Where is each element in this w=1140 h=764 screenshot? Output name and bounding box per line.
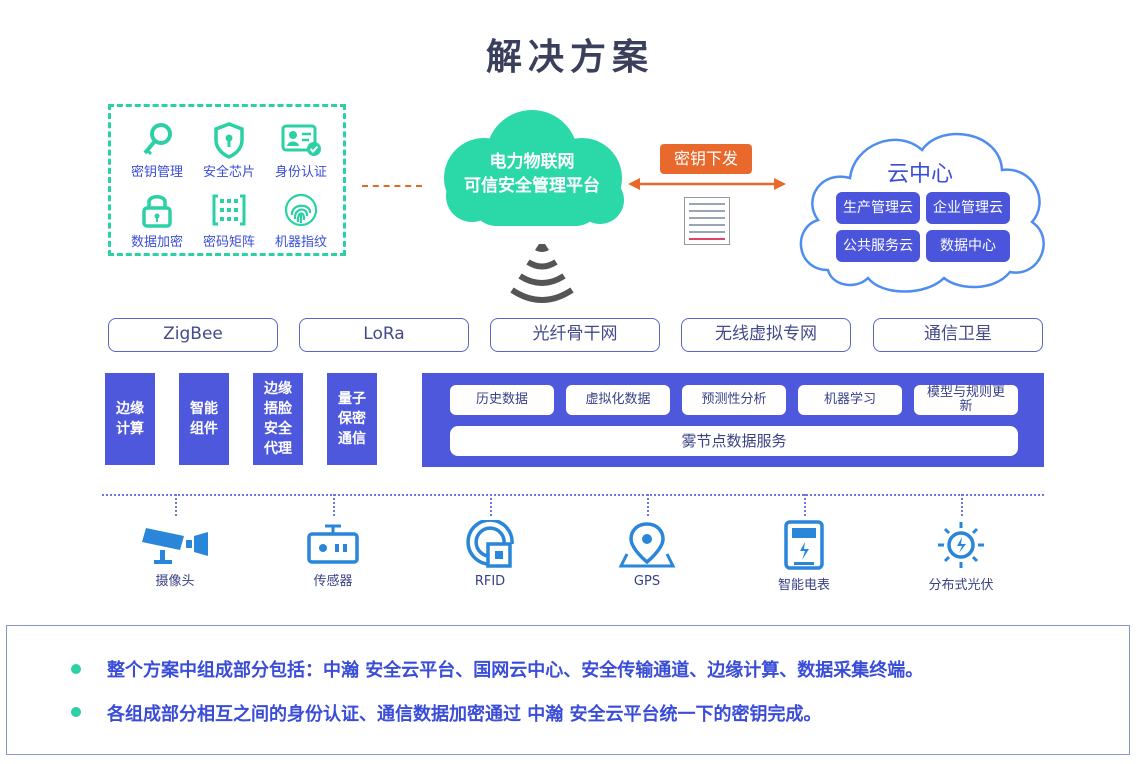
edge-block-label: 边缘捂脸安全代理: [264, 381, 292, 457]
platform-cloud-line2: 可信安全管理平台: [464, 176, 600, 196]
id-card-icon: [281, 124, 321, 156]
fog-chip-virtual: 虚拟化数据: [566, 385, 670, 415]
cloud-button-public: 公共服务云: [836, 230, 920, 262]
security-item-encryption: 数据加密: [119, 191, 195, 250]
device-sensor: 传感器: [278, 520, 388, 589]
device-camera: 摄像头: [120, 520, 230, 589]
device-rfid: RFID: [435, 520, 545, 589]
edge-block-quantum: 量子保密通信: [327, 373, 377, 465]
cloud-button-enterprise: 企业管理云: [926, 192, 1010, 224]
wireless-signal-icon: [510, 244, 574, 303]
security-item-label: 密码矩阵: [202, 235, 255, 250]
edge-block-label: 量子保密通信: [338, 391, 366, 447]
terminal-connector: [175, 494, 177, 516]
security-item-chip: 安全芯片: [191, 121, 267, 180]
terminal-connector: [490, 494, 492, 516]
platform-cloud-line1: 电力物联网: [489, 152, 575, 172]
location-pin-icon: [618, 522, 676, 568]
fog-chip-predictive: 预测性分析: [682, 385, 786, 415]
device-label: RFID: [474, 574, 506, 589]
cloud-center-title: 云中心: [886, 162, 953, 187]
camera-icon: [142, 528, 208, 564]
edge-block-smart-component: 智能组件: [179, 373, 229, 465]
document-icon: [684, 197, 730, 245]
security-item-identity: 身份认证: [263, 121, 339, 180]
page-title: 解决方案: [485, 37, 654, 78]
device-smart-meter: 智能电表: [749, 520, 859, 593]
security-item-fingerprint: 机器指纹: [263, 191, 339, 250]
device-gps: GPS: [592, 520, 702, 589]
key-arrow: [628, 178, 786, 190]
edge-block-security-proxy: 边缘捂脸安全代理: [253, 373, 303, 465]
terminal-connector: [804, 494, 806, 516]
platform-cloud-shape: [444, 110, 624, 226]
device-solar: 分布式光伏: [906, 520, 1016, 593]
summary-line-1: 整个方案中组成部分包括：中瀚 安全云平台、国网云中心、安全传输通道、边缘计算、数…: [107, 660, 924, 681]
sensor-icon: [307, 524, 359, 564]
shield-icon: [214, 122, 244, 159]
device-label: 智能电表: [777, 578, 830, 593]
device-label: 传感器: [313, 574, 353, 589]
lock-icon: [142, 195, 172, 228]
fingerprint-icon: [284, 193, 318, 227]
matrix-icon: [212, 194, 246, 226]
fog-data-service-bar: 雾节点数据服务: [450, 426, 1018, 456]
security-item-label: 数据加密: [130, 235, 183, 250]
security-item-label: 身份认证: [274, 165, 327, 180]
channel-zigbee: ZigBee: [108, 318, 278, 352]
meter-icon: [784, 520, 824, 570]
summary-panel: 整个方案中组成部分包括：中瀚 安全云平台、国网云中心、安全传输通道、边缘计算、数…: [6, 625, 1130, 755]
channel-satellite: 通信卫星: [873, 318, 1043, 352]
channel-wireless-private: 无线虚拟专网: [681, 318, 851, 352]
security-item-label: 安全芯片: [202, 165, 255, 180]
platform-cloud: 电力物联网 可信安全管理平台: [442, 150, 622, 198]
fog-chip-model-update: 模型与规则更新: [914, 385, 1018, 415]
security-item-label: 机器指纹: [274, 235, 327, 250]
bullet-dot: [71, 664, 81, 674]
security-item-matrix: 密码矩阵: [191, 191, 267, 250]
terminal-connector: [647, 494, 649, 516]
terminal-connector: [333, 494, 335, 516]
summary-line-2: 各组成部分相互之间的身份认证、通信数据加密通过 中瀚 安全云平台统一下的密钥完成…: [107, 704, 822, 725]
edge-block-label: 边缘计算: [116, 401, 144, 437]
rfid-icon: [466, 520, 514, 568]
security-item-label: 密钥管理: [130, 165, 183, 180]
terminal-bus-line: [102, 494, 1044, 496]
edge-block-computing: 边缘计算: [105, 373, 155, 465]
channel-fiber: 光纤骨干网: [490, 318, 660, 352]
key-distribution-badge: 密钥下发: [660, 144, 752, 174]
channel-lora: LoRa: [299, 318, 469, 352]
key-icon: [143, 123, 172, 156]
bullet-dot: [71, 707, 81, 717]
cloud-button-datacenter: 数据中心: [926, 230, 1010, 262]
fog-chip-history: 历史数据: [450, 385, 554, 415]
terminal-connector: [961, 494, 963, 516]
security-item-key-management: 密钥管理: [119, 121, 195, 180]
cloud-center-shape: [799, 132, 1045, 293]
security-features-panel: 密钥管理 安全芯片 身份认证 数据加密 密码矩阵 机器指纹: [108, 104, 346, 256]
device-label: GPS: [633, 574, 661, 589]
device-label: 分布式光伏: [928, 578, 994, 593]
fog-chip-ml: 机器学习: [798, 385, 902, 415]
security-link-line: [362, 185, 422, 187]
device-label: 摄像头: [155, 574, 195, 589]
solar-icon: [938, 522, 984, 568]
edge-block-label: 智能组件: [190, 401, 218, 437]
fog-node-panel: 历史数据 虚拟化数据 预测性分析 机器学习 模型与规则更新 雾节点数据服务: [422, 373, 1044, 467]
cloud-button-production: 生产管理云: [836, 192, 920, 224]
